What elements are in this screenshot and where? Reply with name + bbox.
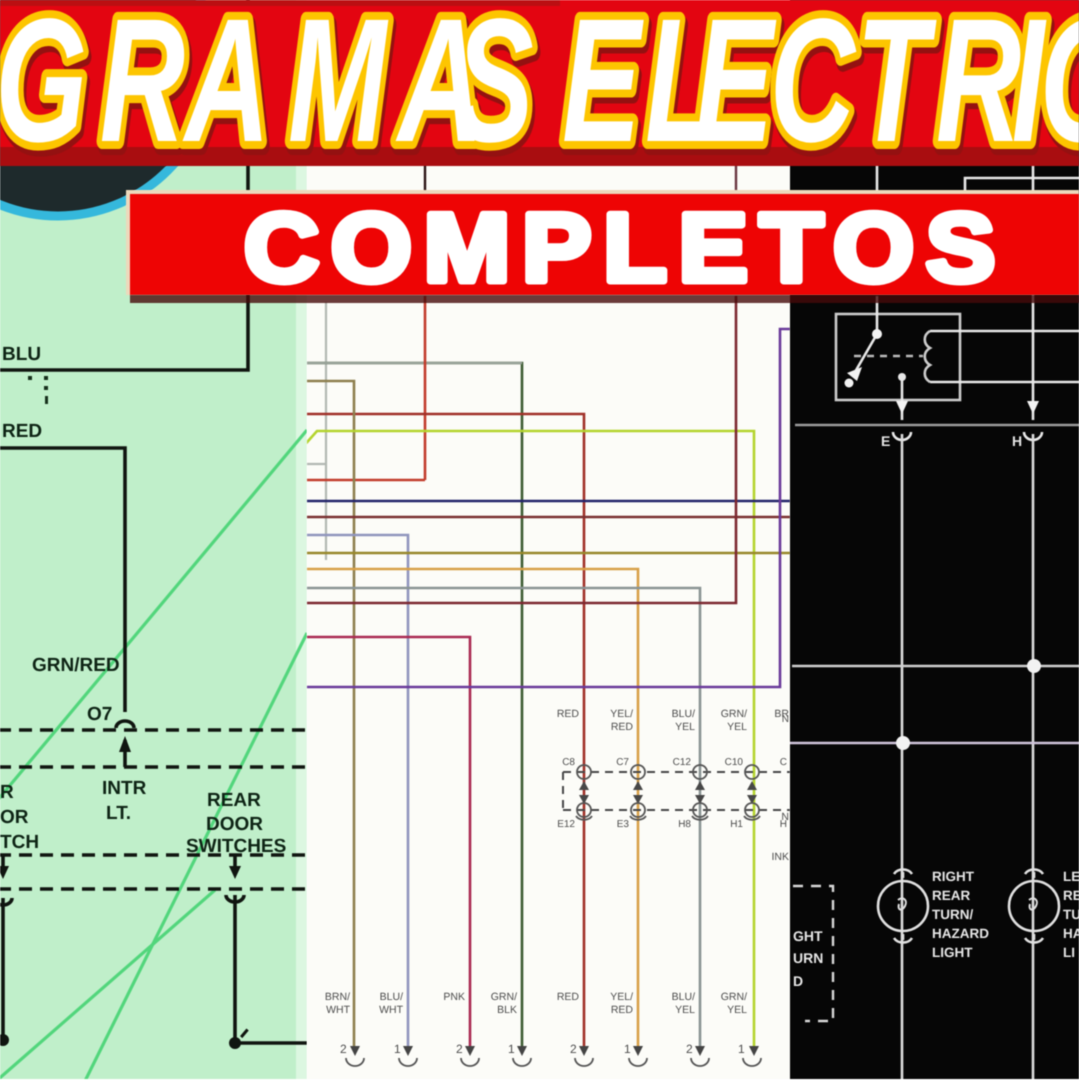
svg-text:GHT: GHT	[793, 928, 823, 944]
svg-text:1: 1	[508, 1042, 515, 1056]
svg-text:N: N	[782, 714, 789, 725]
svg-text:YEL: YEL	[727, 721, 747, 733]
svg-text:E12: E12	[557, 819, 575, 830]
svg-text:2: 2	[456, 1042, 463, 1056]
svg-text:H1: H1	[730, 819, 743, 830]
svg-text:LT.: LT.	[106, 803, 131, 824]
svg-text:REAR: REAR	[207, 790, 261, 811]
svg-text:LI: LI	[1063, 945, 1075, 960]
svg-text:RED: RED	[611, 721, 634, 733]
svg-text:BLU: BLU	[2, 344, 41, 365]
svg-text:E: E	[881, 433, 890, 449]
svg-text:PNK: PNK	[443, 991, 465, 1003]
svg-text:N: N	[781, 811, 789, 823]
svg-text:YEL/: YEL/	[610, 708, 633, 720]
svg-text:R: R	[0, 782, 14, 803]
svg-text:1: 1	[394, 1042, 401, 1056]
svg-text:D: D	[793, 973, 803, 989]
svg-text:RED: RED	[557, 991, 580, 1003]
svg-text:1: 1	[624, 1042, 631, 1056]
svg-text:COMPLETOS: COMPLETOS	[244, 194, 1007, 295]
svg-text:TU: TU	[1063, 907, 1079, 922]
svg-text:DOOR: DOOR	[206, 814, 263, 835]
svg-text:BLK: BLK	[497, 1004, 517, 1016]
svg-text:2: 2	[686, 1042, 693, 1056]
svg-text:LIGHT: LIGHT	[932, 945, 973, 960]
svg-text:E3: E3	[617, 819, 630, 830]
svg-text:TURN/: TURN/	[932, 907, 973, 922]
svg-text:TCH: TCH	[0, 832, 39, 853]
svg-text:RED: RED	[2, 421, 42, 442]
svg-text:BLU/: BLU/	[672, 708, 695, 720]
svg-text:C10: C10	[725, 757, 744, 768]
svg-text:INTR: INTR	[102, 778, 147, 799]
svg-text:BLU/: BLU/	[672, 991, 695, 1003]
svg-text:GRN/: GRN/	[491, 991, 517, 1003]
svg-text:H: H	[1012, 433, 1022, 449]
svg-text:BRN/: BRN/	[325, 991, 350, 1003]
svg-text:YEL: YEL	[675, 1004, 695, 1016]
svg-text:GRN/RED: GRN/RED	[32, 655, 120, 676]
svg-text:2: 2	[570, 1042, 577, 1056]
svg-text:WHT: WHT	[379, 1004, 403, 1016]
svg-text:RIGHT: RIGHT	[932, 869, 975, 884]
svg-text:YEL: YEL	[727, 1004, 747, 1016]
svg-text:GRN/: GRN/	[721, 991, 747, 1003]
svg-text:URN: URN	[793, 950, 823, 966]
svg-text:C8: C8	[562, 757, 575, 768]
svg-text:H: H	[780, 819, 787, 830]
svg-text:1: 1	[738, 1042, 745, 1056]
svg-text:2: 2	[340, 1042, 347, 1056]
svg-text:BR: BR	[774, 708, 789, 720]
svg-text:REAR: REAR	[932, 888, 971, 903]
svg-text:YEL: YEL	[675, 721, 695, 733]
svg-text:HAZARD: HAZARD	[932, 926, 989, 941]
svg-text:GRN/: GRN/	[721, 708, 747, 720]
svg-text:LE: LE	[1063, 869, 1079, 884]
svg-text:BLU/: BLU/	[380, 991, 403, 1003]
svg-text:RED: RED	[557, 708, 580, 720]
svg-text:INK: INK	[771, 851, 789, 863]
svg-text:WHT: WHT	[326, 1004, 350, 1016]
svg-text:HA: HA	[1063, 926, 1079, 941]
svg-text:SWITCHES: SWITCHES	[186, 836, 286, 857]
svg-text:RE: RE	[1063, 888, 1079, 903]
svg-text:H8: H8	[678, 819, 691, 830]
svg-text:YEL/: YEL/	[610, 991, 633, 1003]
svg-text:RED: RED	[611, 1004, 634, 1016]
svg-text:OR: OR	[0, 807, 29, 828]
svg-text:O7: O7	[87, 704, 112, 725]
svg-text:C7: C7	[616, 757, 629, 768]
svg-text:C12: C12	[673, 757, 692, 768]
svg-text:C: C	[780, 757, 787, 768]
